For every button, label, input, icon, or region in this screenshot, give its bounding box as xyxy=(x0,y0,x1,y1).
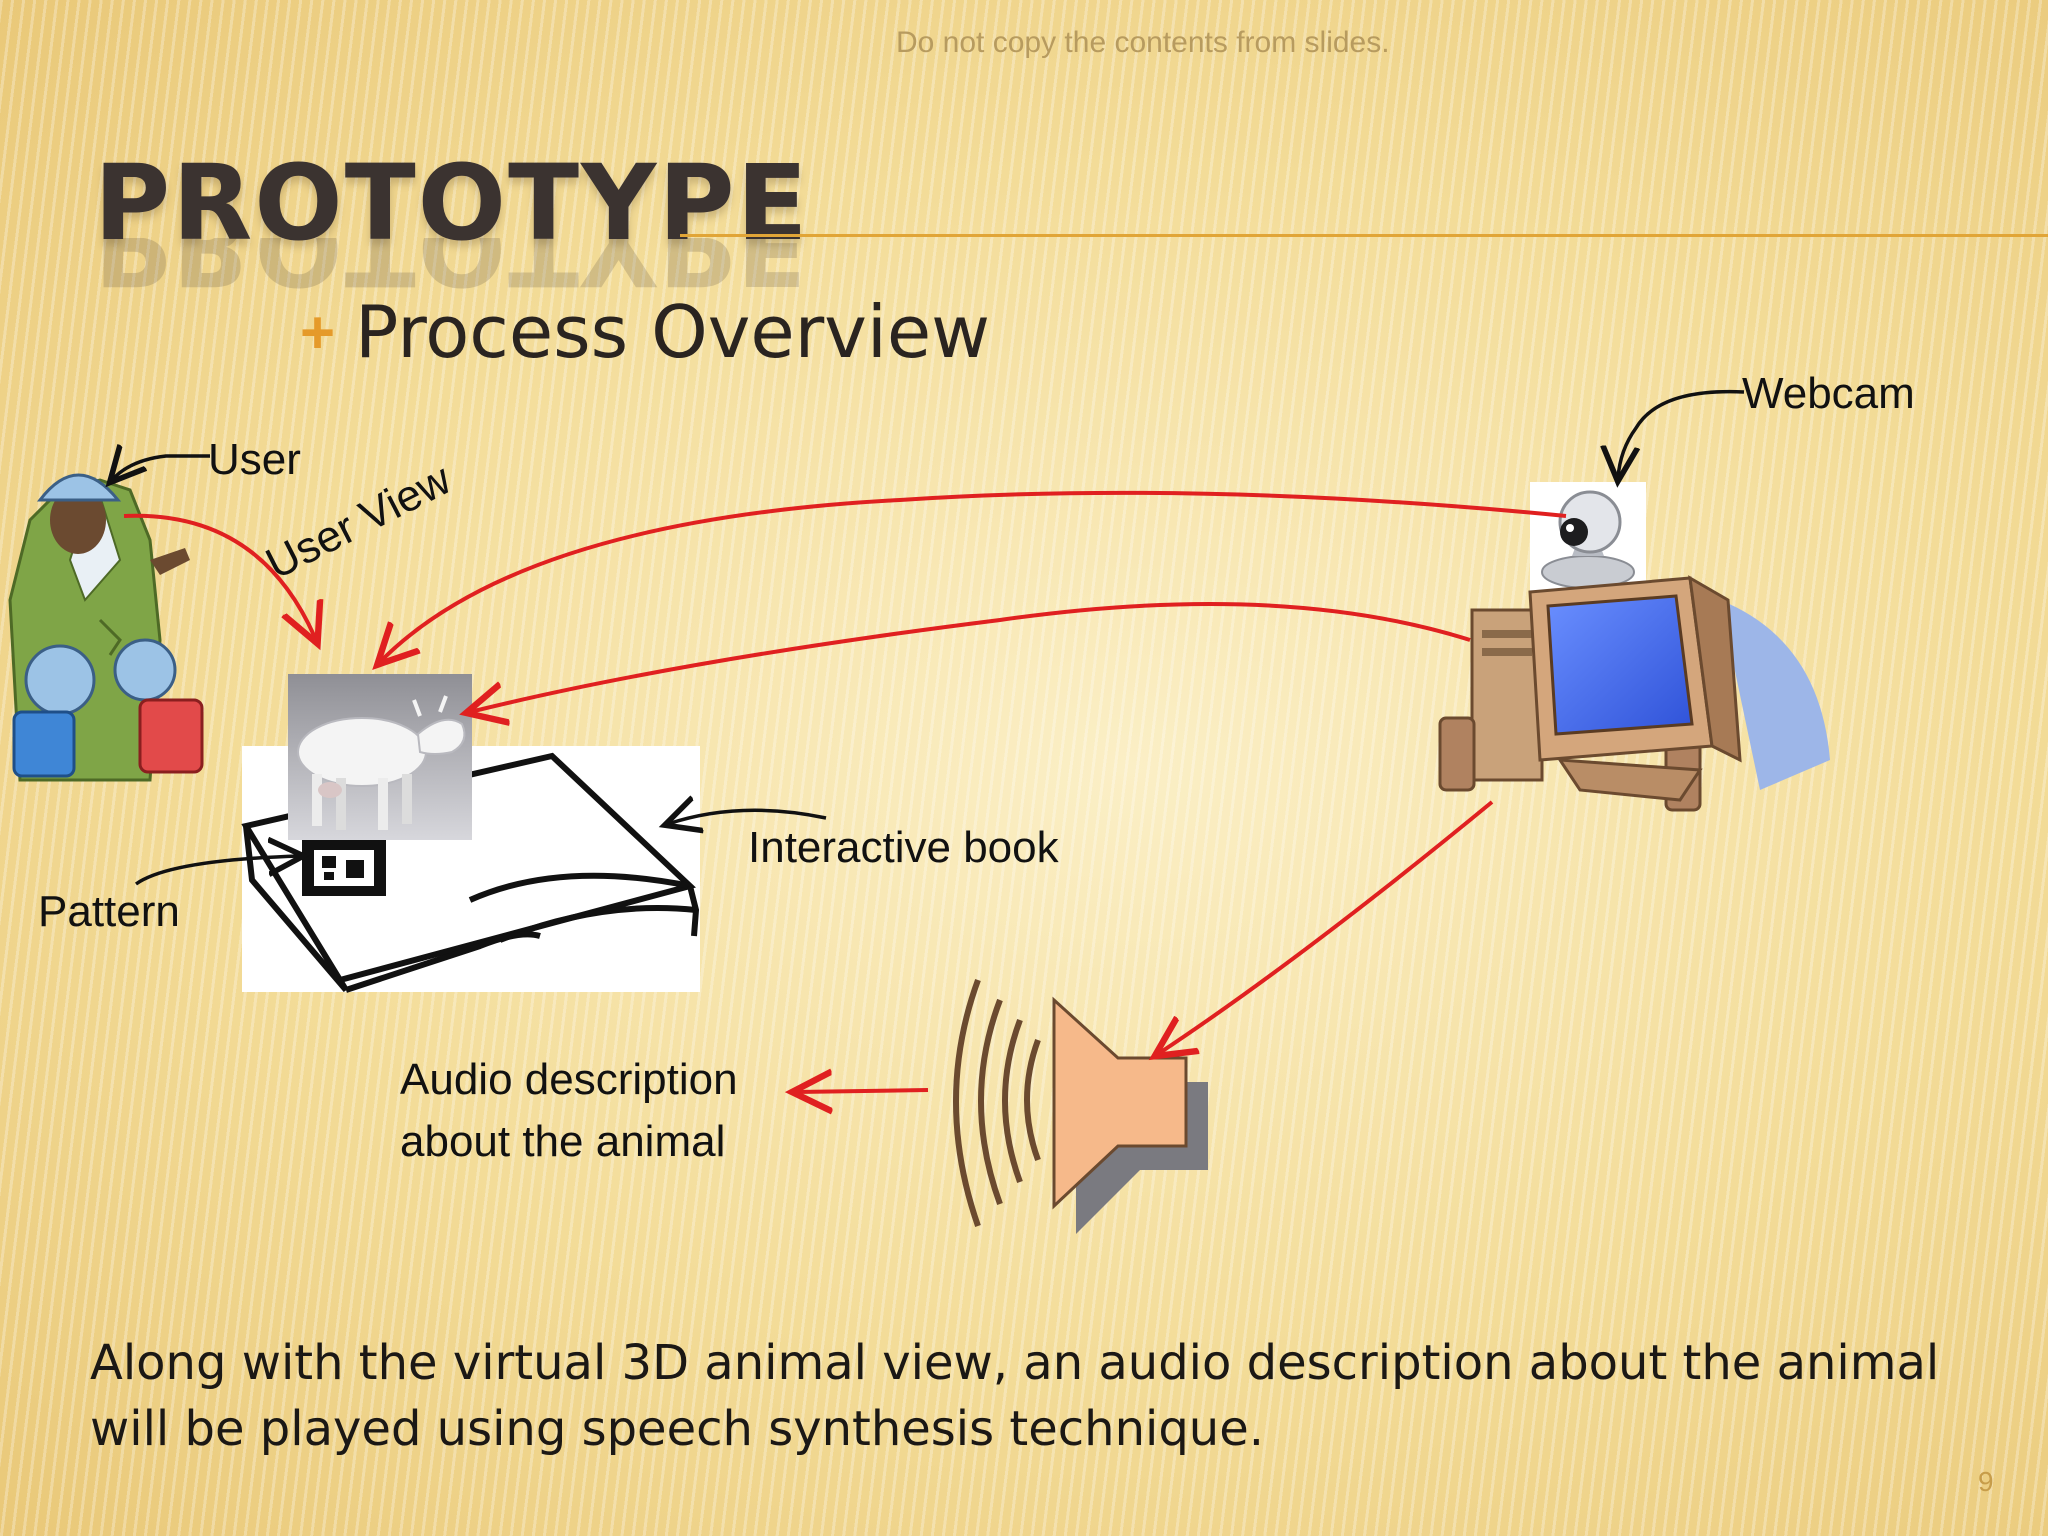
slide-title: PROTOTYPE xyxy=(94,142,810,264)
speaker-icon xyxy=(953,978,1208,1234)
cow-model-icon xyxy=(288,674,472,840)
webcam-icon xyxy=(1530,482,1646,594)
slide-caption: Along with the virtual 3D animal view, a… xyxy=(90,1335,1940,1457)
user-group-icon xyxy=(8,473,204,782)
bullet-text: Process Overview xyxy=(355,290,991,374)
label-audio-line-1: Audio description xyxy=(400,1055,738,1104)
flow-arrow-user-to-book xyxy=(123,513,316,640)
watermark: Do not copy the contents from slides. xyxy=(896,26,1390,59)
flow-arrow-webcam-to-book xyxy=(380,490,1567,662)
label-arrow-interactive-book xyxy=(668,810,827,824)
label-webcam: Webcam xyxy=(1742,369,1915,418)
page-number: 9 xyxy=(1978,1466,1994,1497)
flow-arrow-computer-to-cow xyxy=(470,602,1471,712)
marker-pattern-icon xyxy=(302,840,386,896)
label-arrow-user xyxy=(112,456,210,480)
label-user: User xyxy=(208,435,301,484)
label-arrow-pattern xyxy=(134,856,300,886)
flow-arrow-speaker-to-audio xyxy=(796,1090,929,1092)
label-pattern: Pattern xyxy=(38,887,180,936)
computer-icon xyxy=(1438,575,1830,812)
bullet-item: + Process Overview xyxy=(300,290,990,374)
plus-bullet-icon: + xyxy=(300,298,336,366)
label-audio-line-2: about the animal xyxy=(400,1117,725,1166)
label-arrow-webcam xyxy=(1618,389,1745,478)
title-underline xyxy=(680,234,2048,237)
flow-arrow-computer-to-speaker xyxy=(1158,800,1494,1054)
label-interactive-book: Interactive book xyxy=(748,823,1060,872)
